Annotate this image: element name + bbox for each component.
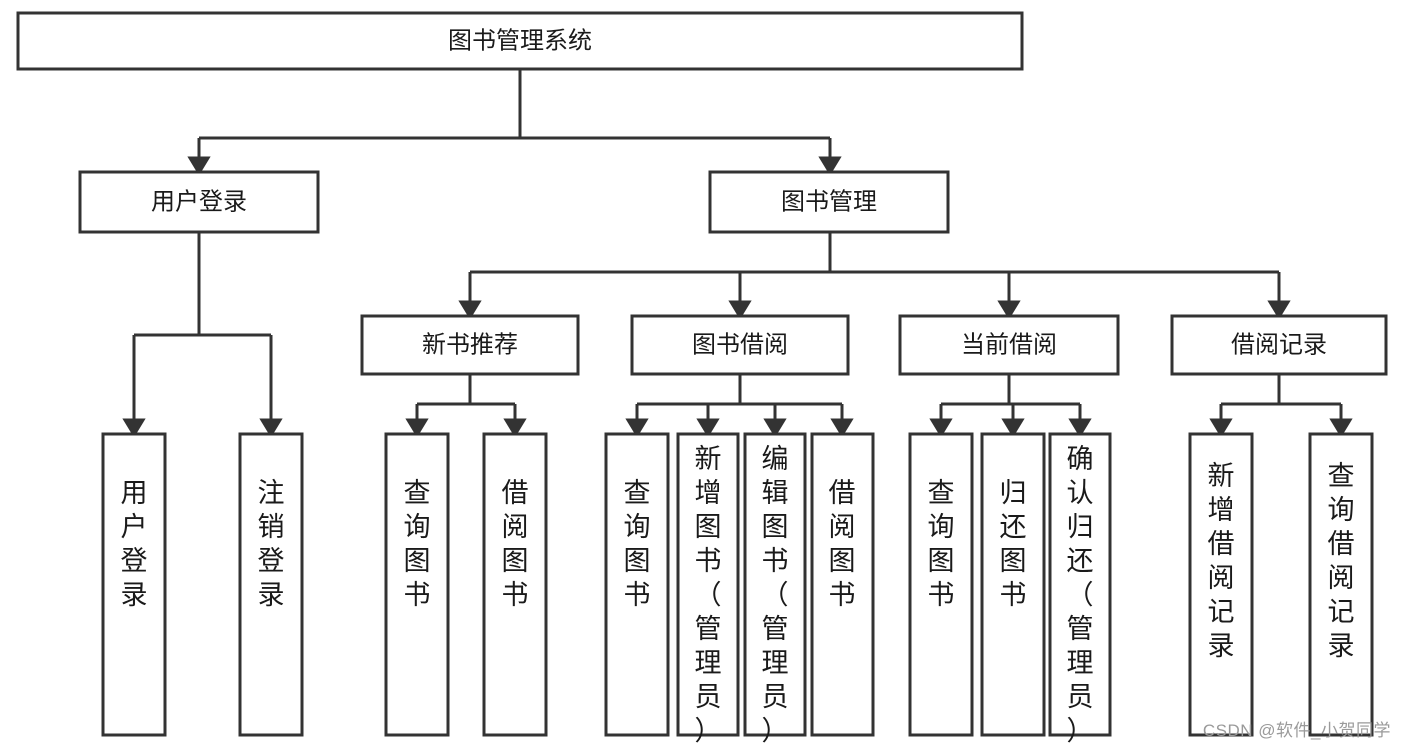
leaf-node-label: 查询图书 [624, 478, 651, 610]
leaf-node-box[interactable] [1188, 432, 1254, 737]
leaf-node-box[interactable] [810, 432, 875, 737]
node-book-borrow[interactable]: 图书借阅 [630, 314, 850, 376]
connector-layer [122, 69, 1353, 438]
leaf-node[interactable]: 借阅图书 [810, 432, 875, 737]
node-current-borrow[interactable]: 当前借阅 [898, 314, 1120, 376]
leaf-node-label: 新增借阅记录 [1208, 461, 1235, 661]
leaf-node[interactable]: 注销登录 [238, 432, 304, 737]
node-borrow-record[interactable]: 借阅记录 [1170, 314, 1388, 376]
leaf-node[interactable]: 查询图书 [384, 432, 450, 737]
node-borrow-record-box[interactable] [1170, 314, 1388, 376]
leaf-node[interactable]: 新增借阅记录 [1188, 432, 1254, 737]
leaf-node-label: 归还图书 [1000, 478, 1027, 610]
node-new-book-recommend-box[interactable] [360, 314, 580, 376]
node-new-book-recommend[interactable]: 新书推荐 [360, 314, 580, 376]
leaf-node-box[interactable] [101, 432, 167, 737]
leaf-node-box[interactable] [604, 432, 670, 737]
leaf-node-label: 查询借阅记录 [1328, 461, 1355, 661]
leaf-node[interactable]: 新增图书（管理员） [676, 432, 740, 746]
leaf-node-label: 注销登录 [258, 478, 285, 610]
leaf-node[interactable]: 借阅图书 [482, 432, 548, 737]
leaf-node-box[interactable] [676, 432, 740, 737]
leaf-node-box[interactable] [238, 432, 304, 737]
node-root[interactable]: 图书管理系统 [16, 11, 1024, 71]
leaf-node[interactable]: 确认归还（管理员） [1048, 432, 1112, 746]
node-new-book-recommend-label: 新书推荐 [422, 331, 518, 358]
leaf-node[interactable]: 归还图书 [980, 432, 1046, 737]
node-book-management-label: 图书管理 [781, 188, 877, 215]
node-borrow-record-label: 借阅记录 [1231, 331, 1327, 358]
node-book-borrow-box[interactable] [630, 314, 850, 376]
leaf-node-label: 新增图书（管理员） [695, 444, 722, 746]
leaf-node[interactable]: 用户登录 [101, 432, 167, 737]
leaf-node[interactable]: 查询借阅记录 [1308, 432, 1374, 737]
node-user-login-label: 用户登录 [151, 188, 247, 215]
leaf-node-box[interactable] [743, 432, 807, 737]
leaf-node-box[interactable] [384, 432, 450, 737]
node-current-borrow-box[interactable] [898, 314, 1120, 376]
leaf-node-box[interactable] [1308, 432, 1374, 737]
node-user-login-box[interactable] [78, 170, 320, 234]
node-book-management-box[interactable] [708, 170, 950, 234]
leaf-node[interactable]: 查询图书 [908, 432, 974, 737]
leaf-node-label: 编辑图书（管理员） [762, 444, 789, 746]
node-root-label: 图书管理系统 [448, 27, 592, 54]
node-book-borrow-label: 图书借阅 [692, 331, 788, 358]
leaf-node[interactable]: 查询图书 [604, 432, 670, 737]
leaf-node-label: 查询图书 [928, 478, 955, 610]
leaf-node-box[interactable] [908, 432, 974, 737]
leaf-node-label: 查询图书 [404, 478, 431, 610]
node-root-box[interactable] [16, 11, 1024, 71]
leaf-node-box[interactable] [482, 432, 548, 737]
leaf-node-label: 借阅图书 [502, 478, 529, 610]
leaf-node-box[interactable] [980, 432, 1046, 737]
leaf-node-label: 确认归还（管理员） [1067, 444, 1094, 746]
node-user-login[interactable]: 用户登录 [78, 170, 320, 234]
leaf-node-label: 借阅图书 [829, 478, 856, 610]
leaf-node-box[interactable] [1048, 432, 1112, 737]
node-current-borrow-label: 当前借阅 [961, 331, 1057, 358]
leaf-node[interactable]: 编辑图书（管理员） [743, 432, 807, 746]
node-book-management[interactable]: 图书管理 [708, 170, 950, 234]
leaf-node-label: 用户登录 [121, 478, 148, 610]
